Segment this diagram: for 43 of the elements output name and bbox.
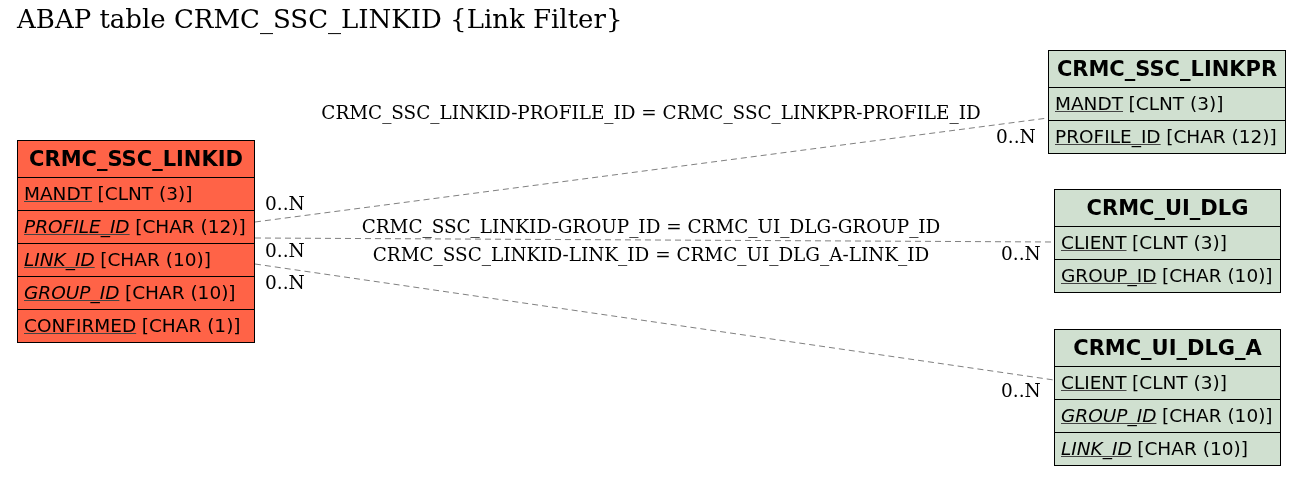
cardinality-label: 0..N [1001,381,1041,402]
field-type: [CHAR (10)] [1161,265,1273,286]
field-name: GROUP_ID [1061,405,1157,426]
table-name: CRMC_UI_DLG [1086,196,1249,220]
field-type: [CHAR (10)] [124,282,236,303]
field-type: [CLNT (3)] [1128,93,1224,114]
entity-table [1054,329,1281,466]
cardinality-label: 0..N [1001,244,1041,265]
cardinality-label: 0..N [265,194,305,215]
relationship-line [254,263,1055,381]
table-name: CRMC_UI_DLG_A [1073,336,1262,360]
table-name: CRMC_SSC_LINKPR [1056,57,1278,81]
field-name: CONFIRMED [24,315,137,336]
entity-table [1054,189,1281,293]
diagram-title: ABAP table CRMC_SSC_LINKID {Link Filter} [17,5,623,35]
field-type: [CLNT (3)] [1132,232,1227,253]
field-type: [CLNT (3)] [97,183,193,204]
field-name: CLIENT [1061,232,1127,253]
relationship-label: CRMC_SSC_LINKID-LINK_ID = CRMC_UI_DLG_A-LINK_ID [372,245,930,266]
cardinality-label: 0..N [265,241,305,262]
field-name: PROFILE_ID [24,216,130,237]
field-type: [CHAR (12)] [1166,126,1277,147]
field-type: [CHAR (10)] [1161,405,1273,426]
field-type: [CHAR (10)] [100,249,211,270]
entity-table [17,140,255,343]
field-name: MANDT [1055,93,1123,114]
cardinality-label: 0..N [265,273,305,294]
field-name: GROUP_ID [1061,265,1157,286]
cardinality-label: 0..N [996,127,1036,148]
field-name: PROFILE_ID [1055,126,1161,147]
field-name: LINK_ID [24,249,95,270]
entity-table [1048,50,1286,154]
field-type: [CHAR (1)] [141,315,241,336]
field-name: CLIENT [1061,372,1127,393]
field-type: [CHAR (12)] [135,216,246,237]
table-name: CRMC_SSC_LINKID [29,147,243,171]
field-name: MANDT [24,183,92,204]
field-type: [CHAR (10)] [1137,438,1248,459]
field-name: GROUP_ID [24,282,120,303]
relationship-label: CRMC_SSC_LINKID-PROFILE_ID = CRMC_SSC_LINKPR-PROFILE_ID [321,103,981,124]
field-name: LINK_ID [1061,438,1132,459]
field-type: [CLNT (3)] [1132,372,1227,393]
relationship-label: CRMC_SSC_LINKID-GROUP_ID = CRMC_UI_DLG-GROUP_ID [361,217,941,238]
